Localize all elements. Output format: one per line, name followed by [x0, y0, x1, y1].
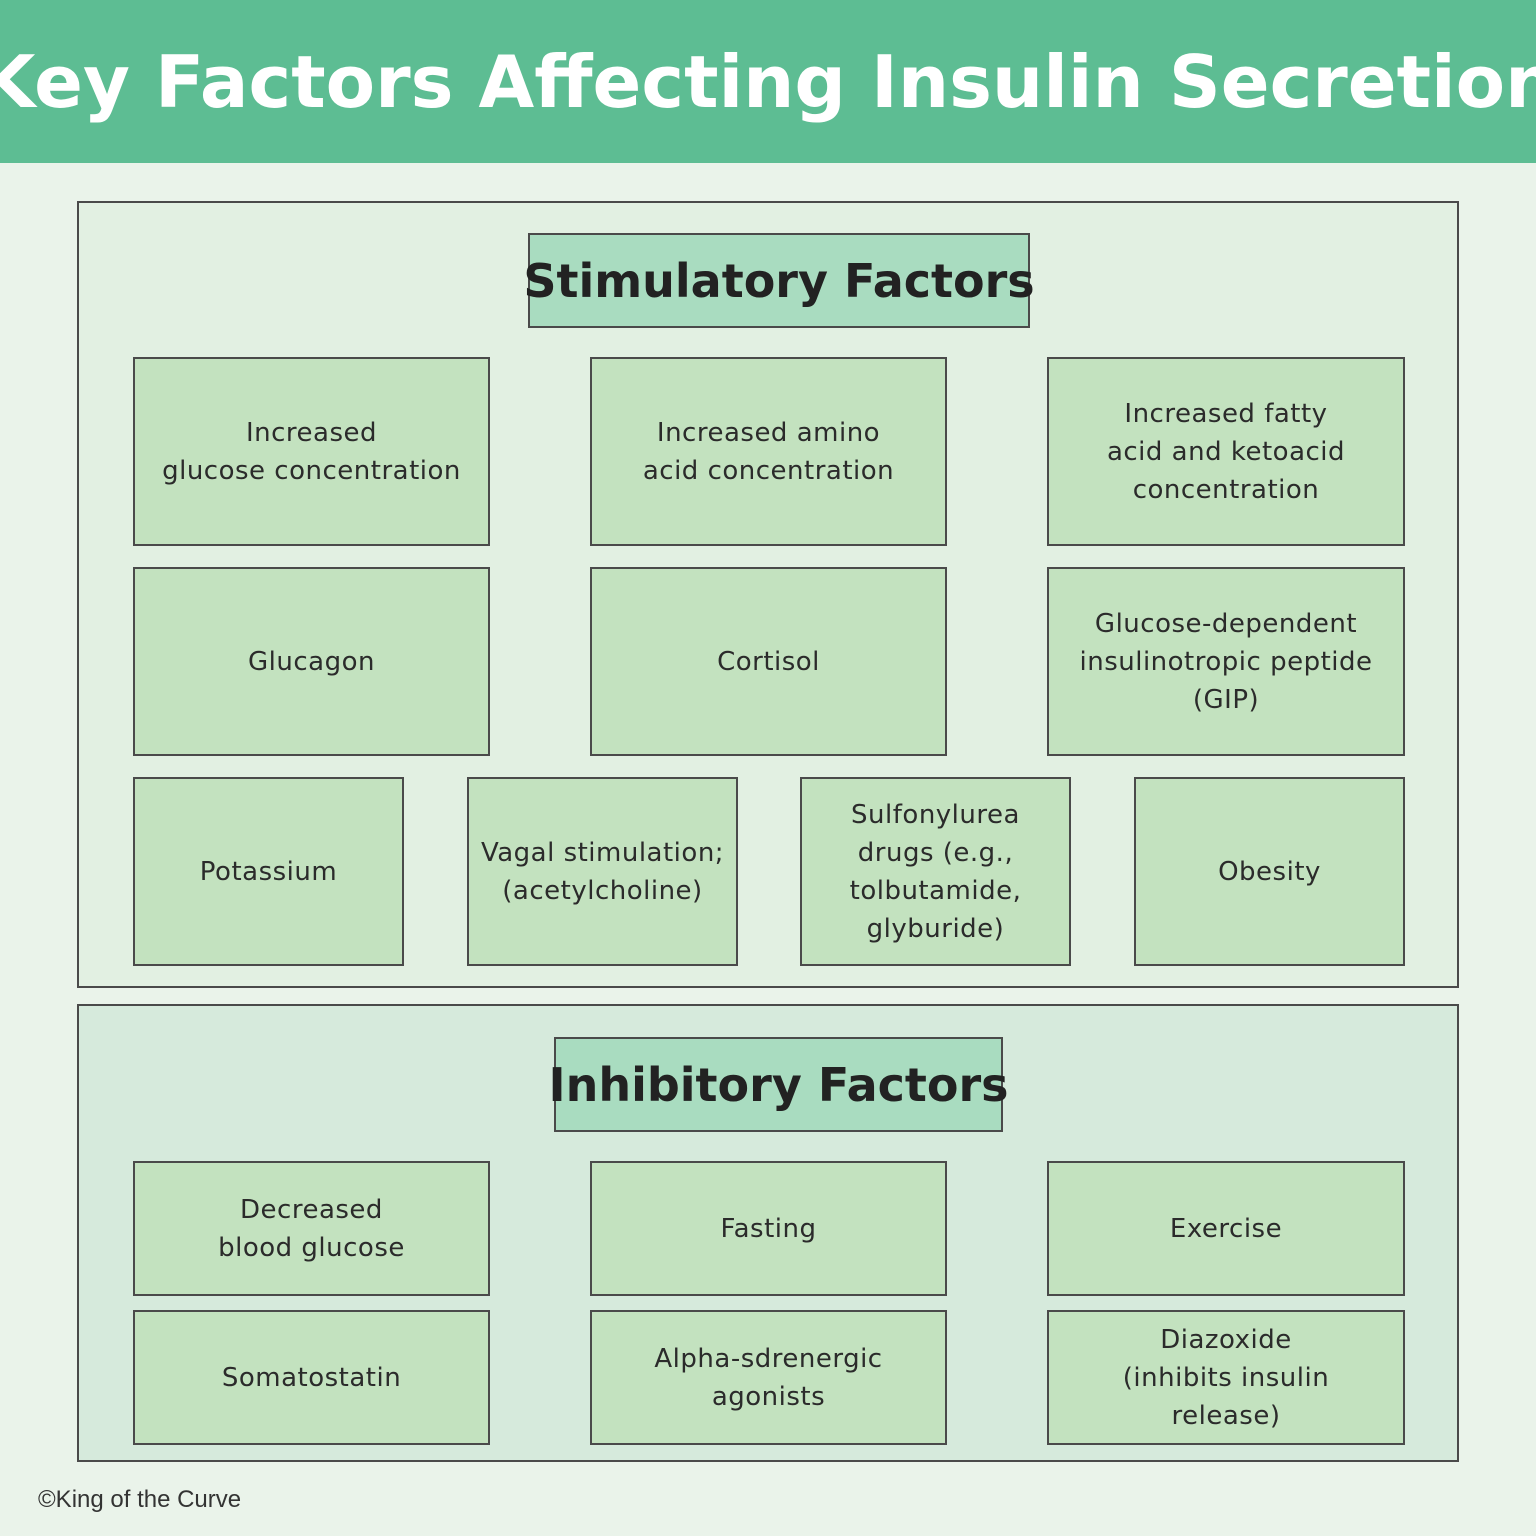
inhibitory-factor-box: Exercise	[1047, 1161, 1405, 1296]
stimulatory-heading: Stimulatory Factors	[523, 233, 1035, 328]
factor-label: Glucagon	[248, 646, 375, 677]
inhibitory-factor-box: Alpha-sdrenergic agonists	[590, 1310, 947, 1445]
inhibitory-factor-box: Decreased blood glucose	[133, 1161, 490, 1296]
copyright-notice: ©King of the Curve	[38, 1486, 242, 1513]
factor-label: Somatostatin	[221, 1362, 402, 1393]
factor-label: Obesity	[1218, 856, 1321, 887]
factor-label: Increased fatty acid and ketoacid concen…	[1106, 398, 1346, 505]
stimulatory-factor-box: Increased glucose concentration	[133, 357, 490, 546]
factor-label: Glucose-dependent insulinotropic peptide…	[1079, 608, 1373, 715]
inhibitory-factor-box: Diazoxide (inhibits insulin release)	[1047, 1310, 1405, 1445]
stimulatory-factor-box: Obesity	[1134, 777, 1405, 966]
factor-label: Alpha-sdrenergic agonists	[654, 1343, 883, 1412]
stimulatory-factor-box: Cortisol	[590, 567, 947, 756]
stimulatory-factor-box: Increased amino acid concentration	[590, 357, 947, 546]
stimulatory-section: Stimulatory Factors Increased glucose co…	[77, 201, 1459, 988]
factor-label: Sulfonylurea drugs (e.g., tolbutamide, g…	[849, 799, 1022, 944]
factor-label: Fasting	[720, 1213, 817, 1244]
stimulatory-factor-box: Increased fatty acid and ketoacid concen…	[1047, 357, 1405, 546]
stimulatory-factor-box: Sulfonylurea drugs (e.g., tolbutamide, g…	[800, 777, 1071, 966]
page-title: Key Factors Affecting Insulin Secretion	[0, 39, 1536, 124]
factor-label: Diazoxide (inhibits insulin release)	[1122, 1324, 1330, 1431]
header-banner: Key Factors Affecting Insulin Secretion	[0, 0, 1536, 163]
inhibitory-heading: Inhibitory Factors	[548, 1037, 1009, 1132]
factor-label: Increased amino acid concentration	[642, 417, 895, 486]
factor-label: Increased glucose concentration	[162, 417, 461, 486]
stimulatory-factor-box: Potassium	[133, 777, 404, 966]
factor-label: Exercise	[1169, 1213, 1283, 1244]
factor-label: Cortisol	[717, 646, 820, 677]
factor-label: Potassium	[199, 856, 338, 887]
stimulatory-factor-box: Glucagon	[133, 567, 490, 756]
stimulatory-factor-box: Glucose-dependent insulinotropic peptide…	[1047, 567, 1405, 756]
stimulatory-factor-box: Vagal stimulation; (acetylcholine)	[467, 777, 738, 966]
inhibitory-section: Inhibitory Factors Decreased blood gluco…	[77, 1004, 1459, 1462]
factor-label: Vagal stimulation; (acetylcholine)	[480, 837, 725, 906]
inhibitory-factor-box: Fasting	[590, 1161, 947, 1296]
factor-label: Decreased blood glucose	[218, 1194, 405, 1263]
inhibitory-factor-box: Somatostatin	[133, 1310, 490, 1445]
